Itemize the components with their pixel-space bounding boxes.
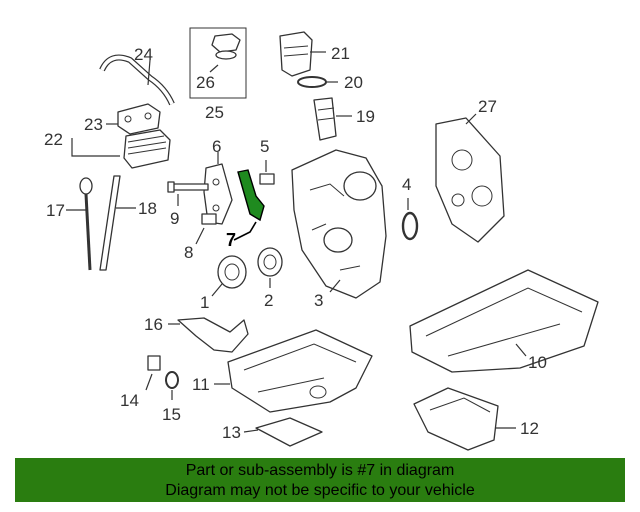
part-23-bracket[interactable] (106, 103, 161, 135)
part-2-damper[interactable] (257, 247, 283, 288)
label-1: 1 (200, 293, 209, 312)
part-18-dipstick-tube[interactable] (99, 175, 136, 271)
label-19: 19 (356, 107, 375, 126)
label-14: 14 (120, 391, 139, 410)
label-20: 20 (344, 73, 363, 92)
part-6-bracket[interactable] (203, 152, 233, 225)
label-13: 13 (222, 423, 241, 442)
part-24-hose[interactable] (99, 54, 175, 106)
part-14-plug[interactable] (145, 355, 161, 391)
label-17: 17 (46, 201, 65, 220)
label-9: 9 (170, 209, 179, 228)
part-20-oring[interactable] (297, 76, 338, 88)
part-10-oil-pan[interactable] (409, 269, 599, 373)
part-22-oil-cooler[interactable] (71, 129, 171, 169)
label-4: 4 (402, 175, 411, 194)
part-7-gasket[interactable] (233, 169, 265, 241)
label-21: 21 (331, 44, 350, 63)
label-5: 5 (260, 137, 269, 156)
part-9-bolt[interactable] (167, 181, 209, 206)
banner-line-1: Part or sub-assembly is #7 in diagram (185, 462, 455, 479)
part-3-timing-cover[interactable] (291, 149, 387, 299)
part-12-lower-pan[interactable] (413, 387, 516, 451)
part-4-seal[interactable] (401, 198, 419, 241)
part-8-bolt[interactable] (195, 213, 217, 245)
label-27: 27 (478, 97, 497, 116)
label-25: 25 (205, 103, 224, 122)
label-11: 11 (192, 375, 210, 394)
part-13-gasket[interactable] (243, 417, 323, 447)
label-22: 22 (44, 130, 63, 149)
part-27-cover[interactable] (435, 113, 505, 243)
part-5-bolt[interactable] (259, 160, 275, 185)
label-6: 6 (212, 137, 221, 156)
part-19-filter-element[interactable] (313, 97, 352, 141)
part-25-26-inset[interactable] (189, 27, 247, 99)
label-15: 15 (162, 405, 181, 424)
label-10: 10 (528, 353, 547, 372)
label-12: 12 (520, 419, 539, 438)
parts-diagram: 24 26 25 21 20 19 27 23 22 6 5 4 17 18 9… (44, 27, 599, 451)
label-3: 3 (314, 291, 323, 310)
label-16: 16 (144, 315, 163, 334)
label-18: 18 (138, 199, 157, 218)
part-11-oil-pan-upper[interactable] (214, 329, 373, 413)
label-2: 2 (264, 291, 273, 310)
banner-line-2: Diagram may not be specific to your vehi… (165, 482, 475, 499)
label-26: 26 (196, 73, 215, 92)
part-21-filter-housing[interactable] (279, 31, 326, 77)
label-7: 7 (226, 230, 236, 250)
label-8: 8 (184, 243, 193, 262)
info-banner: Part or sub-assembly is #7 in diagram Di… (15, 458, 625, 502)
part-16-bracket[interactable] (168, 317, 249, 353)
part-17-dipstick[interactable] (66, 177, 93, 271)
label-23: 23 (84, 115, 103, 134)
label-24: 24 (134, 45, 153, 64)
part-1-pulley[interactable] (211, 255, 247, 297)
part-15-washer[interactable] (165, 371, 179, 400)
